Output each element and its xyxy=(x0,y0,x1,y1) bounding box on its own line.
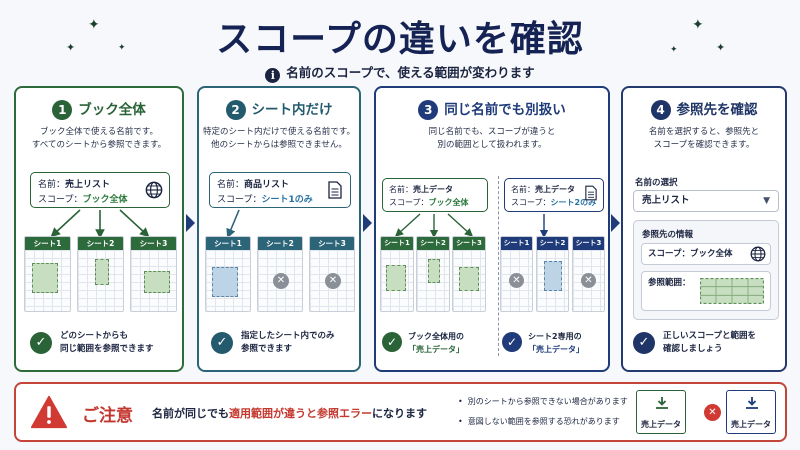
range-highlight xyxy=(212,267,238,297)
chevron-right-icon xyxy=(363,214,372,232)
reference-scope-row: スコープ：ブック全体 xyxy=(641,243,771,265)
step-number: 4 xyxy=(650,100,671,120)
globe-icon xyxy=(750,246,766,262)
download-icon xyxy=(746,397,758,409)
globe-icon xyxy=(145,181,163,199)
name-select[interactable]: 売上リスト▼ xyxy=(633,190,779,212)
scope-arrows xyxy=(50,209,150,239)
check-icon: ✓ xyxy=(211,332,233,354)
chevron-right-icon xyxy=(611,214,620,232)
check-icon: ✓ xyxy=(502,332,522,352)
panel-note: 指定したシート内でのみ参照できます xyxy=(241,331,335,354)
sparkle-icon: ✦ xyxy=(66,41,76,54)
range-highlight xyxy=(386,265,406,291)
info-icon: i xyxy=(265,68,281,83)
panel-description: 名前を選択すると、参照先とスコープを確認できます。 xyxy=(648,127,760,150)
step-number: 3 xyxy=(418,100,439,120)
sheet-1: シート1 xyxy=(24,236,71,312)
panel-note: ブック全体用の「売上データ」 xyxy=(408,332,464,354)
scope-arrow xyxy=(226,209,240,239)
panel-description: 同じ名前でも、スコープが違うと別の範囲として扱われます。 xyxy=(428,127,556,150)
range-highlight xyxy=(144,271,170,293)
sheet-2: シート2 xyxy=(536,236,569,312)
sparkle-icon: ✦ xyxy=(88,17,100,33)
name-definition-box: 名前：商品リスト スコープ：シート1のみ xyxy=(209,172,351,208)
name-definition-box-right: 名前：売上データ スコープ：シート2のみ xyxy=(504,178,604,212)
not-accessible-icon: ✕ xyxy=(273,273,289,289)
reference-info-panel: 参照先の情報 スコープ：ブック全体 参照範囲： xyxy=(633,220,779,320)
sheet-2: シート2 xyxy=(77,236,124,312)
range-highlight xyxy=(428,259,440,283)
scope-arrows xyxy=(394,213,549,239)
range-highlight xyxy=(32,263,58,293)
step-number: 1 xyxy=(52,100,73,120)
warning-icon xyxy=(30,395,68,429)
file-icon-blue: 売上データ xyxy=(726,390,776,434)
sheet-1: シート1 xyxy=(205,236,251,312)
not-accessible-icon: ✕ xyxy=(581,273,596,288)
range-highlight xyxy=(95,259,109,285)
check-icon: ✓ xyxy=(30,332,52,354)
sheet-3: シート3✕ xyxy=(572,236,605,312)
panel-note: シート2専用の「売上データ」 xyxy=(528,332,584,354)
file-icon-green: 売上データ xyxy=(636,390,686,434)
chevron-down-icon: ▼ xyxy=(763,196,770,206)
reference-info-title: 参照先の情報 xyxy=(642,230,694,240)
reference-range-row: 参照範囲： xyxy=(641,271,771,311)
sheet-3: シート3 xyxy=(130,236,177,312)
caution-bullet: 意図しない範囲を参照する恐れがあります xyxy=(458,416,620,427)
document-icon xyxy=(585,185,597,201)
page-title: スコープの違いを確認 xyxy=(216,19,584,60)
caution-bullet: 別のシートから参照できない場合があります xyxy=(458,396,628,407)
chevron-right-icon xyxy=(186,214,195,232)
error-icon: ✕ xyxy=(704,404,721,421)
sheet-3: シート3 xyxy=(452,236,486,312)
not-accessible-icon: ✕ xyxy=(325,273,341,289)
caution-banner: ご注意 名前が同じでも適用範囲が違うと参照エラーになります 別のシートから参照で… xyxy=(14,382,787,442)
sheet-2: シート2 xyxy=(416,236,450,312)
name-definition-box: 名前：売上リスト スコープ：ブック全体 xyxy=(30,172,170,208)
sparkle-icon: ✦ xyxy=(692,17,704,33)
step-number: 2 xyxy=(225,100,246,120)
document-icon xyxy=(328,181,342,199)
sparkle-icon: ✦ xyxy=(670,45,678,55)
sheet-3: シート3✕ xyxy=(309,236,355,312)
panel-description: 特定のシート内だけで使える名前です。他のシートからは参照できません。 xyxy=(203,127,355,150)
divider xyxy=(498,176,499,356)
caution-title: ご注意 xyxy=(82,406,133,426)
range-grid-icon xyxy=(700,278,764,304)
panel-note: どのシートからも同じ範囲を参照できます xyxy=(60,331,154,354)
range-highlight xyxy=(544,261,562,291)
panel-description: ブック全体で使える名前です。すべてのシートから参照できます。 xyxy=(31,127,167,150)
select-label: 名前の選択 xyxy=(635,178,678,188)
not-accessible-icon: ✕ xyxy=(509,273,524,288)
sparkle-icon: ✦ xyxy=(118,43,126,53)
download-icon xyxy=(656,397,668,409)
sheet-2: シート2✕ xyxy=(257,236,303,312)
sheet-1: シート1 xyxy=(380,236,414,312)
caution-message: 名前が同じでも適用範囲が違うと参照エラーになります xyxy=(152,407,427,420)
check-icon: ✓ xyxy=(633,332,655,354)
name-definition-box-left: 名前：売上データ スコープ：ブック全体 xyxy=(382,178,488,212)
range-highlight xyxy=(459,267,479,291)
check-icon: ✓ xyxy=(382,332,402,352)
sparkle-icon: ✦ xyxy=(716,41,726,54)
panel-note: 正しいスコープと範囲を確認しましょう xyxy=(663,331,756,354)
sheet-1: シート1✕ xyxy=(500,236,533,312)
